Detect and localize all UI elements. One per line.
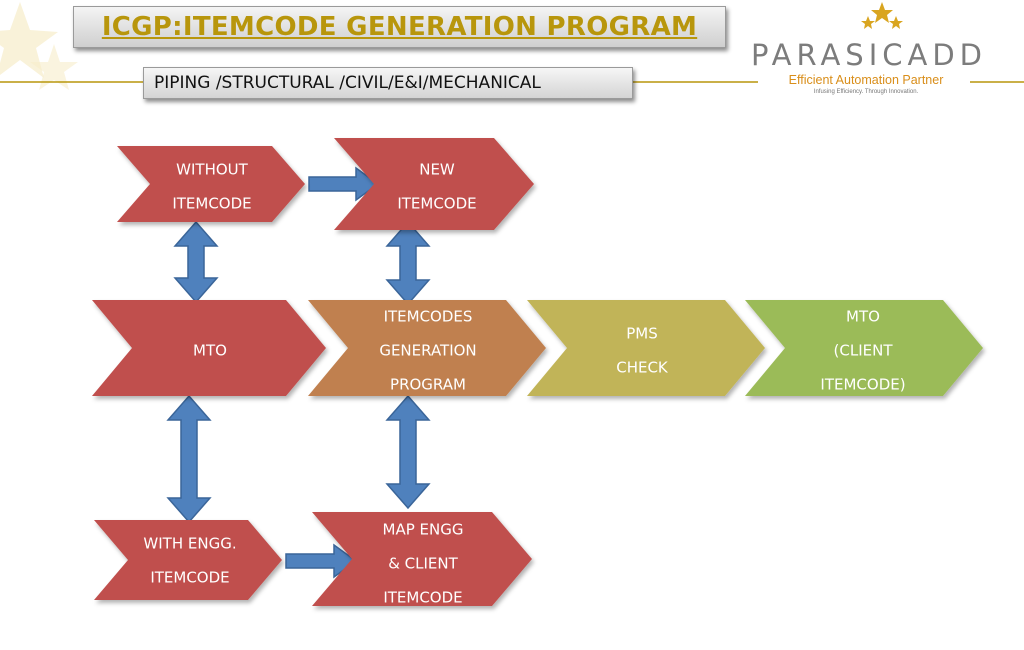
decorative-star-icon <box>30 44 78 90</box>
node-itemcodes-generation-program <box>308 300 546 396</box>
node-label-itemcodes-generation-program: ITEMCODES <box>384 308 473 326</box>
node-label-pms-check: PMS <box>626 325 658 343</box>
node-label-with-engg-itemcode: WITH ENGG. <box>143 535 236 553</box>
double-arrow-icon-itemcodes-generation-program-to-map-engg-client-itemcode <box>385 394 431 510</box>
logo-name: PARASICADD <box>751 38 987 72</box>
node-mto-client-itemcode <box>745 300 983 396</box>
page-title: ICGP:ITEMCODE GENERATION PROGRAM <box>101 12 698 42</box>
logo-stars-icon <box>861 2 903 29</box>
node-label-mto-client-itemcode: ITEMCODE) <box>820 376 905 394</box>
node-label-map-engg-client-itemcode: MAP ENGG <box>383 521 464 539</box>
node-map-engg-client-itemcode <box>312 512 532 606</box>
node-label-with-engg-itemcode: ITEMCODE <box>150 569 229 587</box>
logo-subtagline: Infusing Efficiency. Through Innovation. <box>813 89 919 95</box>
logo-tagline: Efficient Automation Partner <box>788 73 944 87</box>
node-label-without-itemcode: WITHOUT <box>176 161 248 179</box>
title-banner: ICGP:ITEMCODE GENERATION PROGRAM <box>73 6 726 48</box>
node-label-itemcodes-generation-program: PROGRAM <box>390 376 466 394</box>
double-arrow-icon-without-itemcode-to-mto <box>173 220 219 304</box>
node-label-pms-check: CHECK <box>616 359 669 377</box>
node-label-mto: MTO <box>193 342 227 360</box>
node-without-itemcode <box>117 146 305 222</box>
node-label-map-engg-client-itemcode: ITEMCODE <box>383 589 462 607</box>
node-new-itemcode <box>334 138 534 230</box>
node-label-map-engg-client-itemcode: & CLIENT <box>388 555 458 573</box>
arrow-icon-without-itemcode-to-new-itemcode <box>308 166 380 202</box>
node-label-mto-client-itemcode: MTO <box>846 308 880 326</box>
node-label-new-itemcode: NEW <box>419 161 455 179</box>
node-with-engg-itemcode <box>94 520 282 600</box>
double-arrow-icon-mto-to-with-engg-itemcode <box>166 394 212 524</box>
decorative-star-icon <box>0 2 58 78</box>
node-label-itemcodes-generation-program: GENERATION <box>379 342 476 360</box>
node-label-new-itemcode: ITEMCODE <box>397 195 476 213</box>
node-label-without-itemcode: ITEMCODE <box>172 195 251 213</box>
node-pms-check <box>527 300 765 396</box>
node-mto <box>92 300 326 396</box>
subtitle-banner: PIPING /STRUCTURAL /CIVIL/E&I/MECHANICAL <box>143 67 633 99</box>
page-subtitle: PIPING /STRUCTURAL /CIVIL/E&I/MECHANICAL <box>154 73 541 93</box>
node-label-mto-client-itemcode: (CLIENT <box>834 342 894 360</box>
double-arrow-icon-new-itemcode-to-itemcodes-generation-program <box>385 220 431 306</box>
